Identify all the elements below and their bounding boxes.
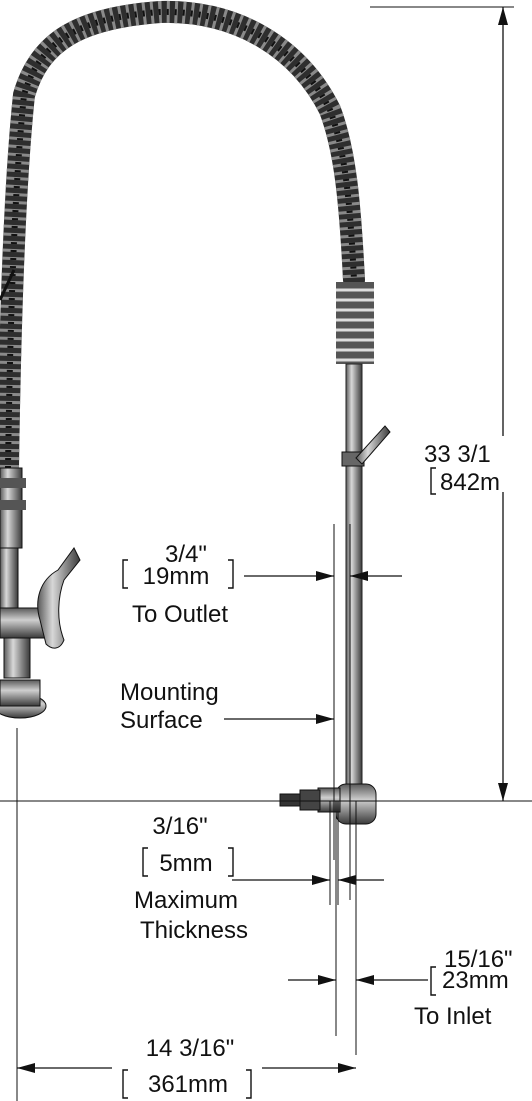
inlet-dimension: 15/16" 23mm To Inlet (288, 801, 513, 1055)
outlet-imperial: 3/4" (165, 541, 207, 568)
mounting-line2: Surface (120, 707, 203, 734)
reach-dimension: 14 3/16" 361mm (16, 728, 356, 1101)
reach-imperial: 14 3/16" (146, 1035, 235, 1062)
inlet-imperial: 15/16" (444, 946, 513, 973)
inlet-note: To Inlet (414, 1003, 492, 1030)
height-dimension: 33 3/1 842m (420, 7, 532, 801)
outlet-metric: 19mm (143, 563, 210, 590)
inlet-metric: 23mm (442, 967, 509, 994)
height-imperial: 33 3/1 (424, 441, 491, 468)
height-metric: 842m (440, 469, 500, 496)
coil-reinforcement (336, 282, 374, 364)
faucet-body-left (0, 269, 81, 719)
outlet-dimension: 3/4" 19mm To Outlet (122, 524, 402, 900)
thickness-imperial: 3/16" (152, 813, 207, 840)
mounting-line1: Mounting (120, 679, 219, 706)
reach-metric: 361mm (148, 1071, 228, 1098)
outlet-note: To Outlet (132, 601, 228, 628)
thickness-note2: Thickness (140, 917, 248, 944)
spring-coil (0, 0, 374, 479)
inlet-elbow (279, 783, 377, 825)
thickness-note1: Maximum (134, 887, 238, 914)
mounting-surface-label: Mounting Surface (120, 679, 334, 734)
thickness-dimension: 3/16" 5mm Maximum Thickness (134, 801, 384, 944)
thickness-metric: 5mm (159, 850, 212, 877)
